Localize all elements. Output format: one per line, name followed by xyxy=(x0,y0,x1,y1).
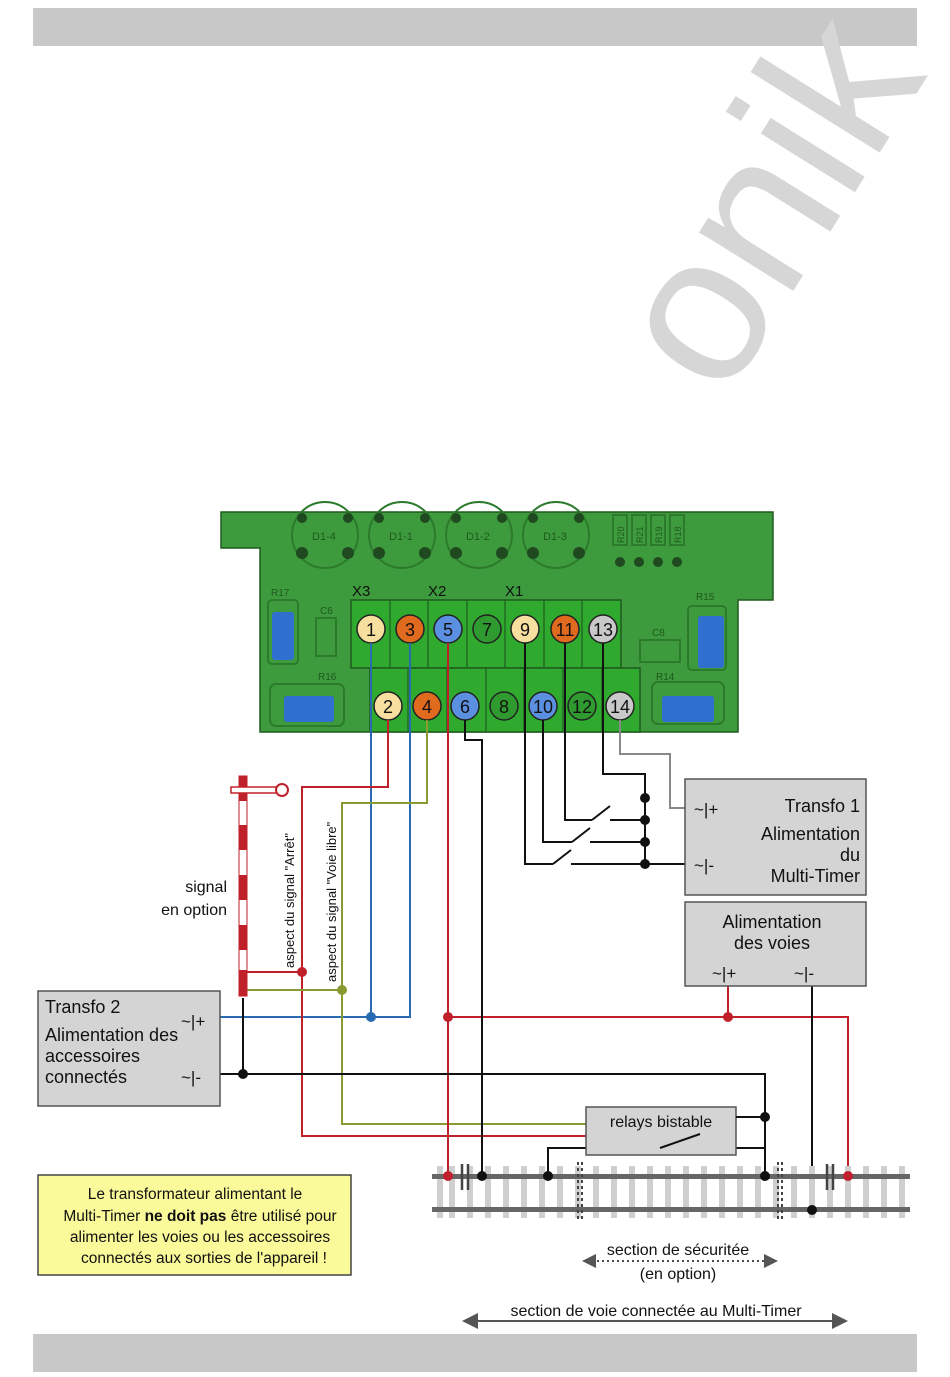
transfo1-title: Transfo 1 xyxy=(785,796,860,816)
alim-voies-line1: Alimentation xyxy=(722,912,821,932)
aspect-arret-label: aspect du signal "Arrêt" xyxy=(282,833,297,968)
alim-voies-box: Alimentation des voies ~|+ ~|- xyxy=(684,901,867,987)
wire-red-arret xyxy=(301,720,590,1137)
transfo2-line1: Alimentation des xyxy=(45,1025,178,1045)
wire-black-10 xyxy=(542,720,572,843)
part-label: C8 xyxy=(652,628,665,639)
track xyxy=(432,1162,910,1220)
terminal-number: 4 xyxy=(422,697,432,717)
signal-lamp xyxy=(275,783,289,797)
terminal-7 xyxy=(472,614,502,644)
note-line1: Le transformateur alimentant le xyxy=(88,1186,303,1203)
terminal-number: 6 xyxy=(460,697,470,717)
signal-label: signal xyxy=(185,879,227,896)
diode-group xyxy=(291,501,590,569)
transfo2-box: Transfo 2 Alimentation des accessoires c… xyxy=(37,990,221,1107)
signal-label: en option xyxy=(161,902,227,919)
wire-black-t2 xyxy=(220,1073,766,1176)
transfo1-minus: ~|- xyxy=(694,856,714,875)
resistor-label: R18 xyxy=(673,526,683,543)
wire-black-9 xyxy=(524,643,553,865)
diode-label: D1-4 xyxy=(312,531,336,543)
header-bar xyxy=(33,8,917,46)
terminal-number: 1 xyxy=(366,620,376,640)
wire-gray-14 xyxy=(619,720,685,809)
alim-voies-plus: ~|+ xyxy=(712,964,736,983)
transfo1-box: ~|+ ~|- Transfo 1 Alimentation du Multi-… xyxy=(684,778,867,896)
diode-label: D1-2 xyxy=(466,531,490,543)
junctions xyxy=(238,793,770,1122)
part-label: R17 xyxy=(271,588,290,599)
part-label: R14 xyxy=(656,672,675,683)
transfo2-line2: accessoires xyxy=(45,1046,140,1066)
transfo2-plus: ~|+ xyxy=(181,1012,205,1031)
note-line2: Multi-Timer ne doit pas être utilisé pou… xyxy=(63,1208,336,1225)
wire-black-relay xyxy=(547,1147,586,1176)
resistor-label: R21 xyxy=(635,526,645,543)
securite-label: section de sécuritée xyxy=(607,1242,749,1259)
part-label: C6 xyxy=(320,606,333,617)
diode-label: D1-1 xyxy=(389,531,413,543)
resistor-label: R20 xyxy=(616,526,626,543)
wire-black-11 xyxy=(564,643,592,821)
transfo2-title: Transfo 2 xyxy=(45,997,120,1017)
section-voie-arrow xyxy=(462,1313,848,1329)
terminal-number: 7 xyxy=(482,620,492,640)
connector-label: X3 xyxy=(352,583,370,600)
transfo1-line3: Multi-Timer xyxy=(771,866,860,886)
terminal-number: 3 xyxy=(405,620,415,640)
wire-olive xyxy=(341,720,590,1125)
transfo1-plus: ~|+ xyxy=(694,800,718,819)
note-line4: connectés aux sorties de l'appareil ! xyxy=(81,1250,327,1267)
wire-red-alim xyxy=(448,1016,849,1176)
terminal-row-bottom xyxy=(373,691,635,721)
part-label: R16 xyxy=(318,672,337,683)
alim-voies-minus: ~|- xyxy=(794,964,814,983)
warning-note: Le transformateur alimentant le Multi-Ti… xyxy=(37,1174,352,1276)
footer-bar xyxy=(33,1334,917,1372)
terminal-number: 9 xyxy=(520,620,530,640)
terminal-12 xyxy=(567,691,597,721)
terminal-number: 14 xyxy=(610,697,630,717)
relay-box: relays bistable xyxy=(585,1106,765,1156)
terminal-number: 11 xyxy=(556,620,575,640)
connector-label: X2 xyxy=(428,583,446,600)
terminal-number: 2 xyxy=(383,697,393,717)
note-line3: alimenter les voies ou les accessoires xyxy=(70,1229,330,1246)
securite-label: (en option) xyxy=(640,1266,717,1283)
aspect-voie-libre-label: aspect du signal "Voie libre" xyxy=(324,821,339,982)
pcb-board: D1-4 D1-1 D1-2 D1-3 R20 R21 R19 R18 R17 … xyxy=(220,501,774,733)
terminal-number: 12 xyxy=(572,697,592,717)
transfo1-line1: Alimentation xyxy=(761,824,860,844)
transfo2-minus: ~|- xyxy=(181,1068,201,1087)
transfo2-line3: connectés xyxy=(45,1067,127,1087)
terminal-row-top xyxy=(356,614,618,644)
alim-voies-line2: des voies xyxy=(734,933,810,953)
wire-blue-3 xyxy=(220,643,411,1018)
relay-label: relays bistable xyxy=(610,1114,712,1131)
connector-label: X1 xyxy=(505,583,523,600)
section-voie-label: section de voie connectée au Multi-Timer xyxy=(510,1303,802,1320)
signal-mast xyxy=(230,775,289,997)
terminal-number: 13 xyxy=(593,620,613,640)
terminal-number: 5 xyxy=(443,620,453,640)
wires xyxy=(220,643,849,1210)
transfo1-line2: du xyxy=(840,845,860,865)
terminal-number: 8 xyxy=(499,697,509,717)
diode-label: D1-3 xyxy=(543,531,567,543)
terminal-8 xyxy=(489,691,519,721)
securite-arrow xyxy=(582,1254,778,1268)
part-label: R15 xyxy=(696,592,715,603)
wire-black-6 xyxy=(464,720,483,1176)
terminal-number: 10 xyxy=(533,697,553,717)
resistor-label: R19 xyxy=(654,526,664,543)
